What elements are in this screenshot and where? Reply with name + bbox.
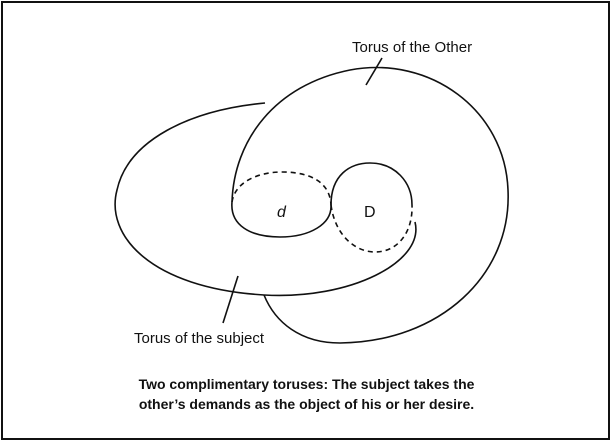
- caption-line-2: other’s demands as the object of his or …: [60, 394, 553, 414]
- hole-d-dashed: [232, 172, 331, 205]
- caption-line-1: Two complimentary toruses: The subject t…: [60, 374, 553, 394]
- subject-torus-outline: [115, 103, 265, 295]
- leader-subject: [223, 276, 238, 323]
- subject-torus-outline-right: [264, 222, 416, 295]
- figure-caption: Two complimentary toruses: The subject t…: [60, 374, 553, 414]
- hole-D-solid: [331, 163, 412, 205]
- leader-other: [366, 58, 382, 85]
- label-torus-other: Torus of the Other: [352, 39, 472, 56]
- label-hole-D: D: [364, 204, 376, 221]
- label-torus-subject: Torus of the subject: [134, 330, 265, 347]
- label-hole-d: d: [277, 204, 287, 221]
